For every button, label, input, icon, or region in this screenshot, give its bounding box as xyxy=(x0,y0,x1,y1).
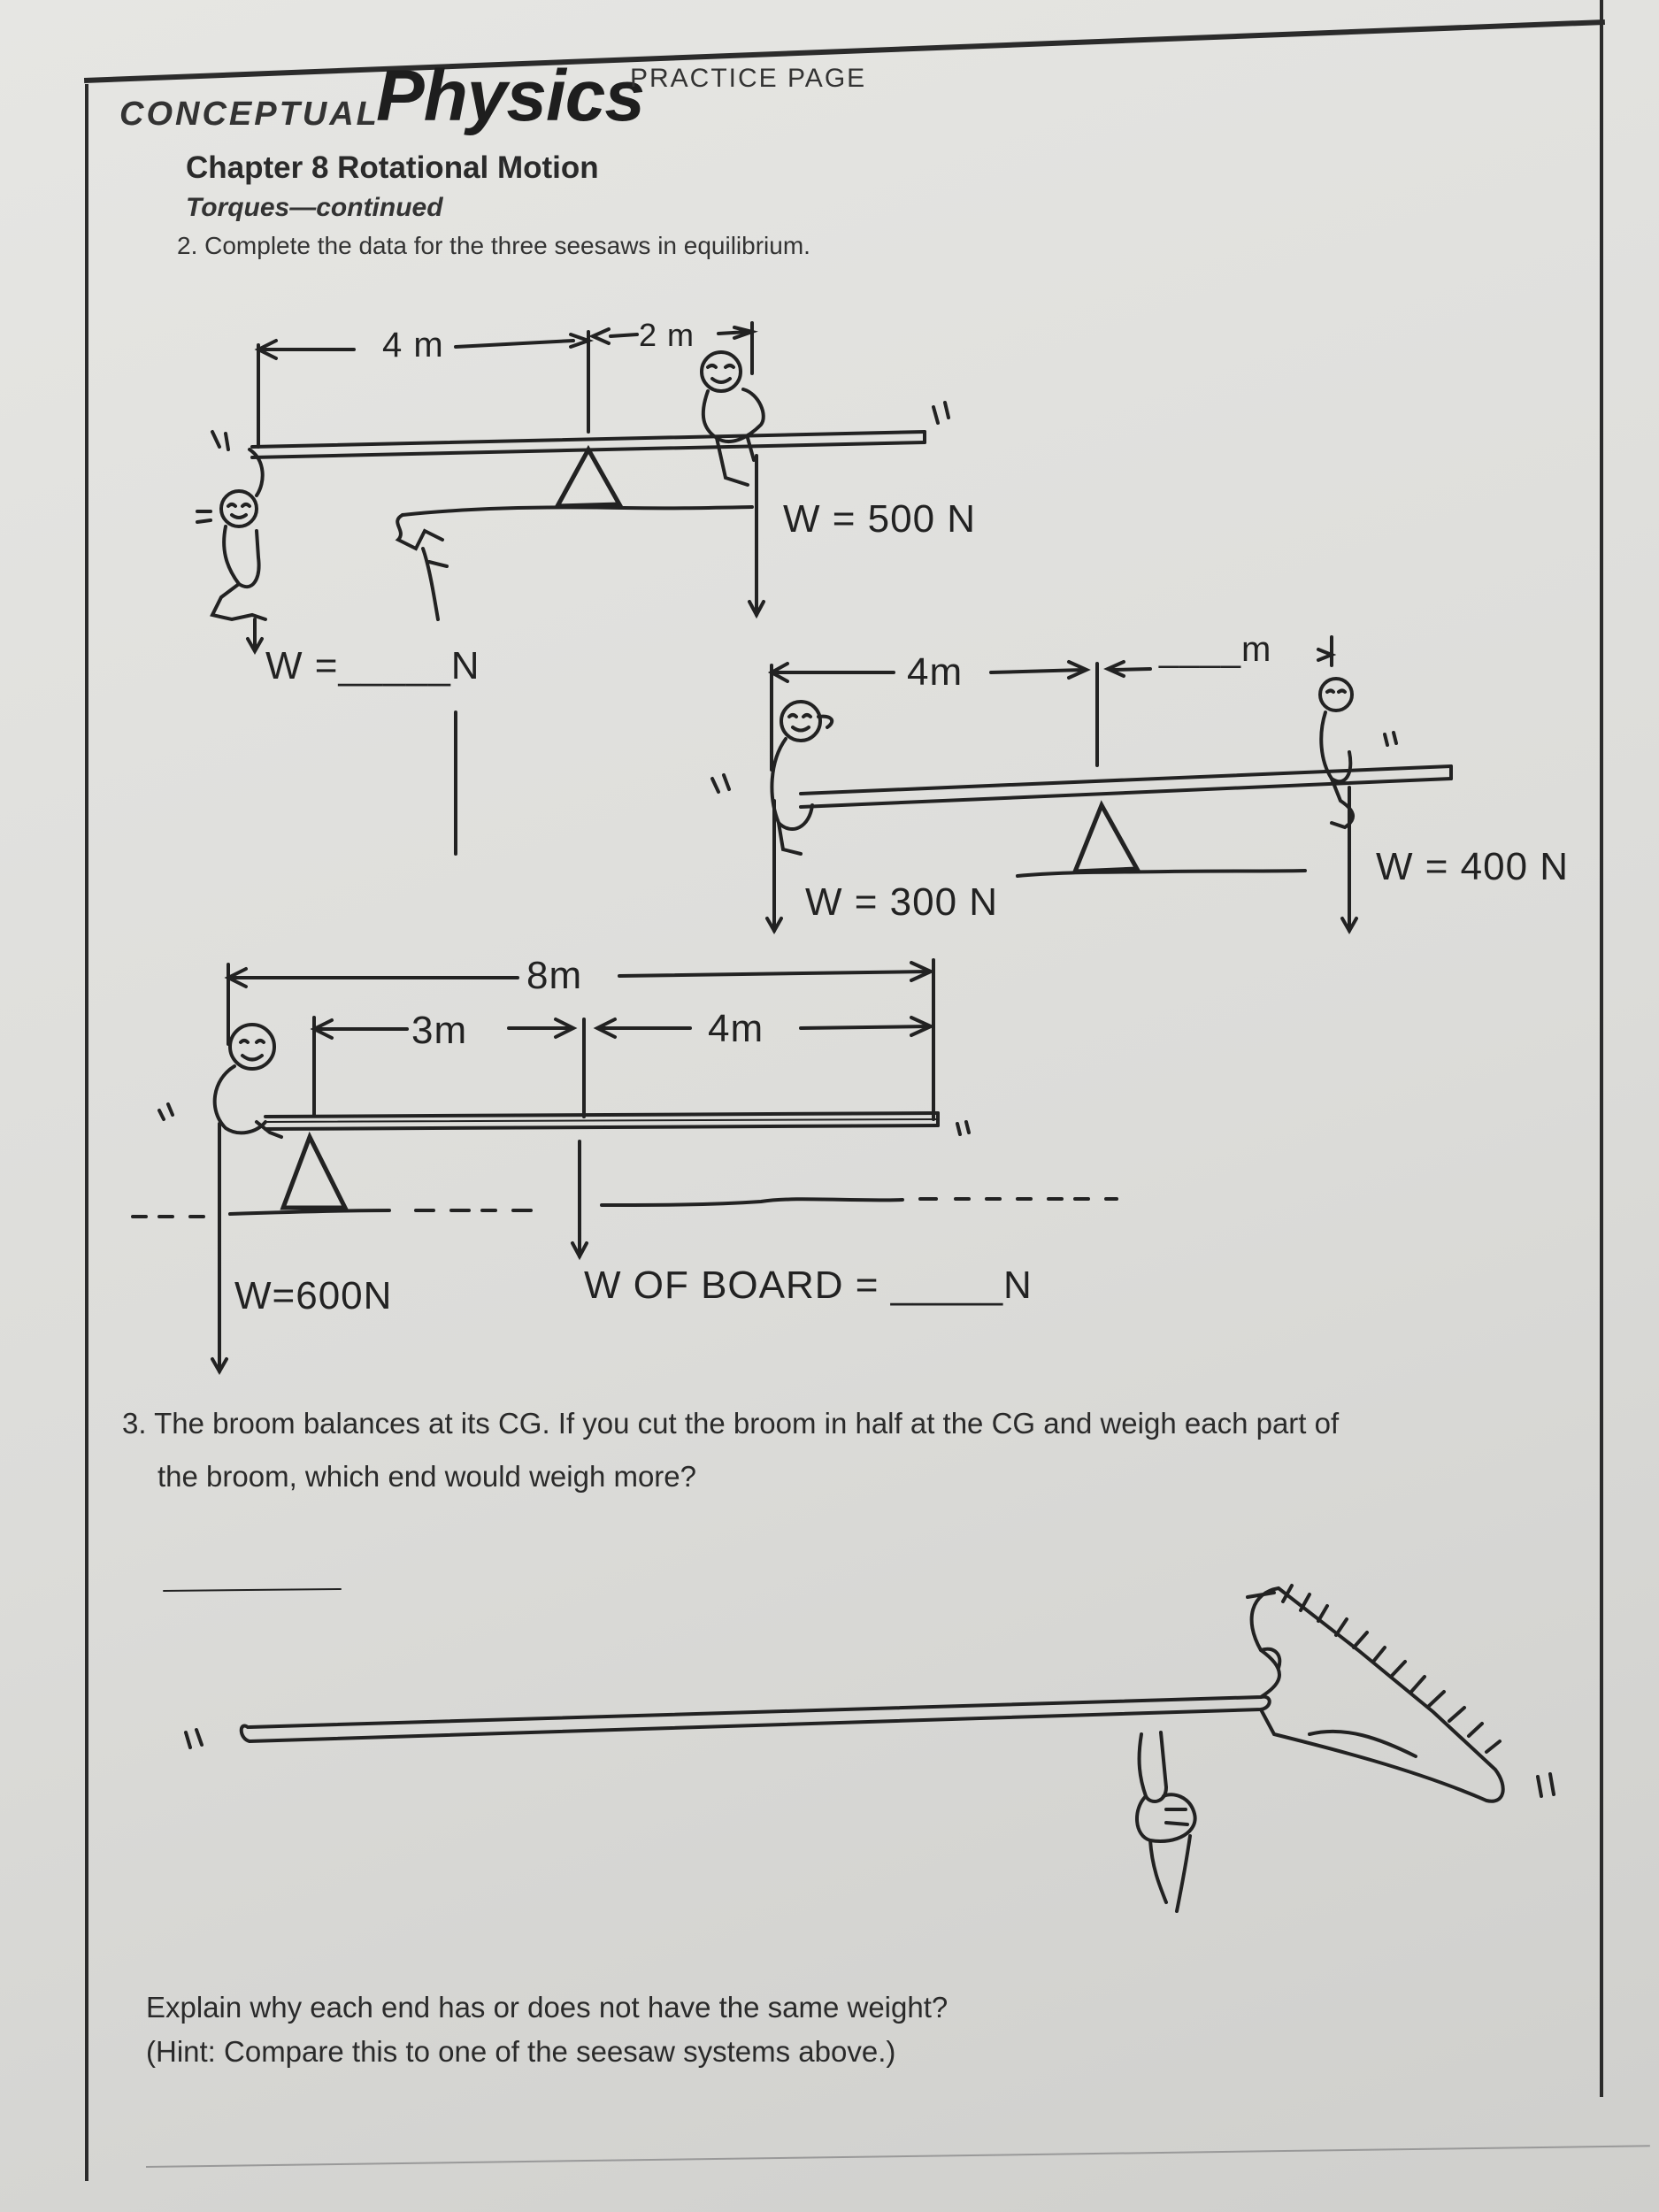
seesaw1-left-distance: 4 m xyxy=(382,326,444,365)
seesaw1-right-weight: W = 500 N xyxy=(783,497,977,541)
seesaw-1 xyxy=(196,321,950,856)
seesaw3-person-weight: W=600N xyxy=(234,1274,393,1317)
seesaw2-left-weight: W = 300 N xyxy=(805,880,999,924)
series-title: CONCEPTUAL xyxy=(119,96,380,133)
seesaw1-left-weight-blank: W =_____N xyxy=(265,644,480,687)
question-3-prompt-line1: 3. The broom balances at its CG. If you … xyxy=(122,1407,1340,1440)
seesaw2-right-weight: W = 400 N xyxy=(1376,845,1570,888)
seesaw1-right-distance: 2 m xyxy=(639,317,695,353)
hint-text: (Hint: Compare this to one of the seesaw… xyxy=(146,2035,896,2068)
question-2-prompt: 2. Complete the data for the three seesa… xyxy=(177,232,810,259)
broom-drawing xyxy=(163,1584,1555,1913)
seesaw3-total-length: 8m xyxy=(526,954,583,997)
section-title: Torques—continued xyxy=(186,193,443,222)
seesaw3-right-distance: 4m xyxy=(708,1007,764,1050)
seesaw3-board-weight-blank: W OF BOARD = _____N xyxy=(584,1263,1033,1307)
seesaw3-left-distance: 3m xyxy=(411,1009,468,1052)
right-border-line xyxy=(1600,0,1603,2097)
question-3-prompt-line2: the broom, which end would weigh more? xyxy=(157,1460,697,1493)
page-type-label: PRACTICE PAGE xyxy=(630,64,867,93)
seesaw-2 xyxy=(710,635,1453,935)
left-border-line xyxy=(85,84,88,2181)
seesaw2-right-distance-blank: ____m xyxy=(1159,630,1272,669)
explain-prompt: Explain why each end has or does not hav… xyxy=(146,1991,949,2024)
seesaw2-left-distance: 4m xyxy=(907,650,964,694)
seesaw-3 xyxy=(131,958,1118,1376)
brand-logo: Physics xyxy=(376,56,645,136)
chapter-title: Chapter 8 Rotational Motion xyxy=(186,150,599,185)
